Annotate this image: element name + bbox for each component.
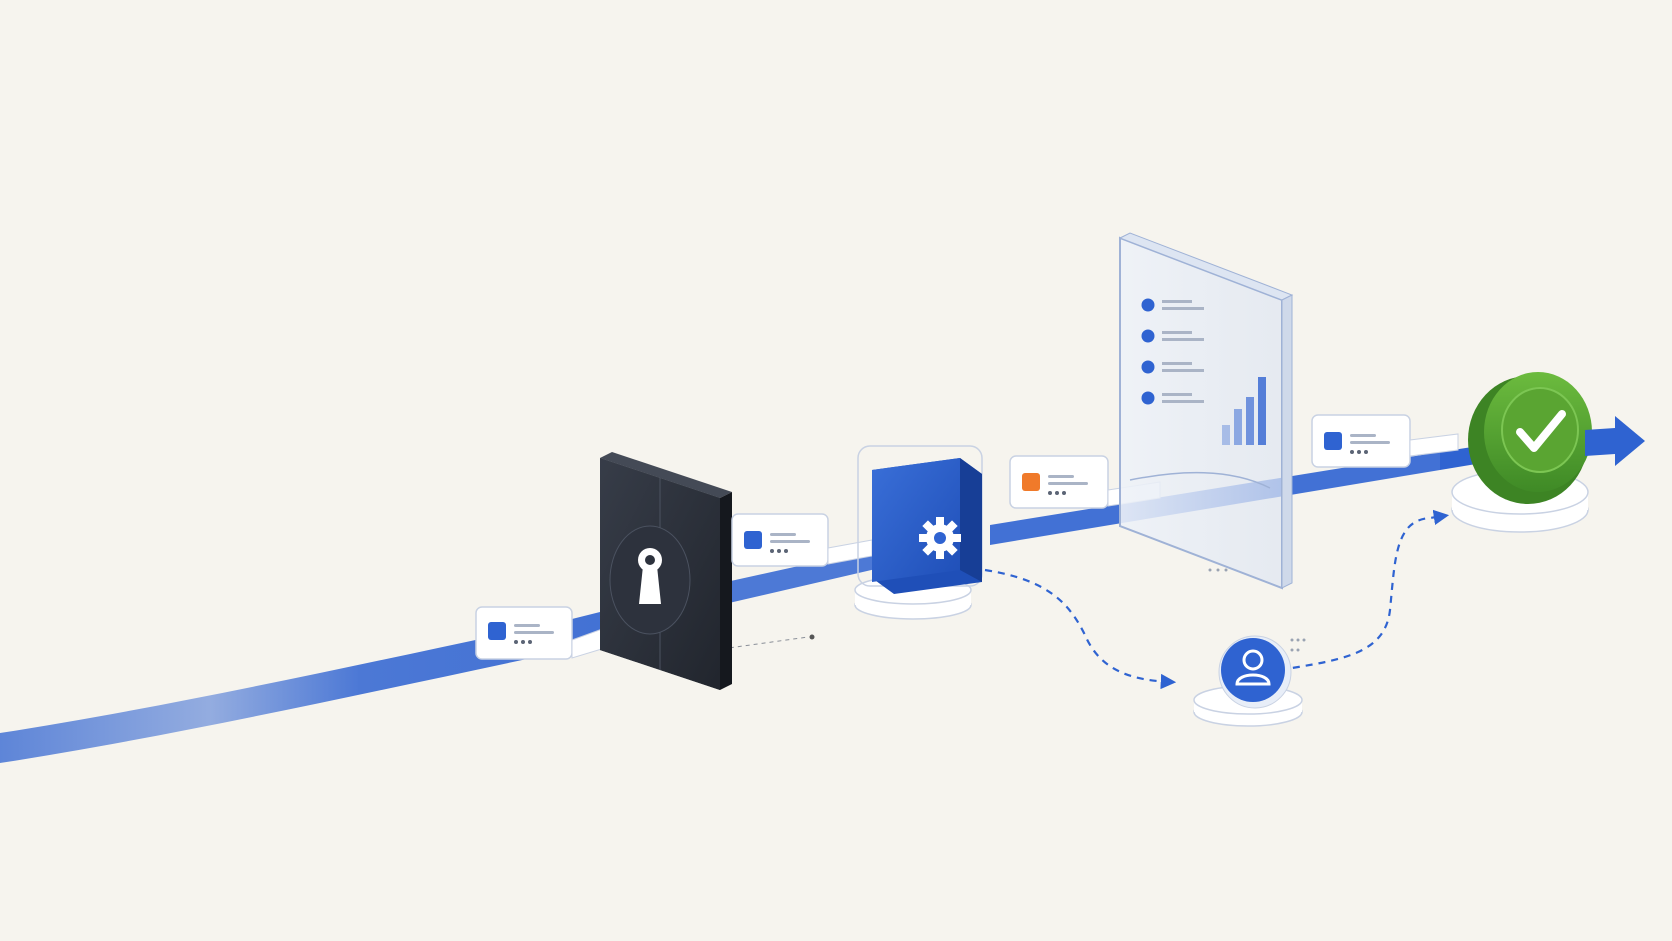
dashboard-list: [1141, 298, 1204, 405]
review-path: [713, 509, 1450, 690]
review-node: [1193, 635, 1303, 727]
dashboard-line: [1162, 300, 1192, 303]
keyhole-icon: [638, 548, 662, 604]
dashboard-bar: [1246, 397, 1254, 445]
item-card-1: [475, 606, 573, 660]
item-card-2: [731, 513, 829, 567]
dashboard-line: [1162, 331, 1192, 334]
dashboard-line: [1162, 393, 1192, 396]
item-card-4: [1311, 414, 1411, 468]
flow-ribbon-in: [0, 612, 600, 763]
flow-ribbon-mid: [690, 548, 880, 612]
gear-icon: [919, 517, 961, 559]
complete-node: [1451, 372, 1592, 533]
dashed-path-to-complete: [1279, 509, 1450, 672]
connector-card4-complete: [1409, 433, 1459, 457]
dashed-path-to-review: [984, 568, 1177, 690]
checkmark-icon: [1516, 410, 1566, 452]
dashboard-bullet: [1141, 329, 1155, 343]
dashboard-bullet: [1141, 360, 1155, 374]
dashboard-line: [1162, 338, 1204, 341]
lock-gate: [600, 452, 732, 690]
item-kind-marker: [744, 531, 762, 549]
processor-block: [854, 445, 983, 620]
dashboard-bar: [1258, 377, 1266, 445]
dashboard-line: [1162, 362, 1192, 365]
item-card-3: [1009, 455, 1109, 509]
item-kind-marker: [488, 622, 506, 640]
item-kind-marker: [1022, 473, 1040, 491]
user-icon: [1235, 649, 1271, 686]
decor-dots: [1208, 568, 1306, 652]
dashboard-panel: [1118, 232, 1294, 590]
bar-chart-icon: [1222, 377, 1266, 445]
dashboard-bullet: [1141, 391, 1155, 405]
dashboard-line: [1162, 400, 1204, 403]
item-kind-marker: [1324, 432, 1342, 450]
arrow-right-icon: [1585, 416, 1645, 466]
dashboard-line: [1162, 307, 1204, 310]
guide-dot: [809, 634, 815, 640]
dashboard-bullet: [1141, 298, 1155, 312]
dashboard-line: [1162, 369, 1204, 372]
dashboard-bar: [1234, 409, 1242, 445]
dashboard-bar: [1222, 425, 1230, 445]
